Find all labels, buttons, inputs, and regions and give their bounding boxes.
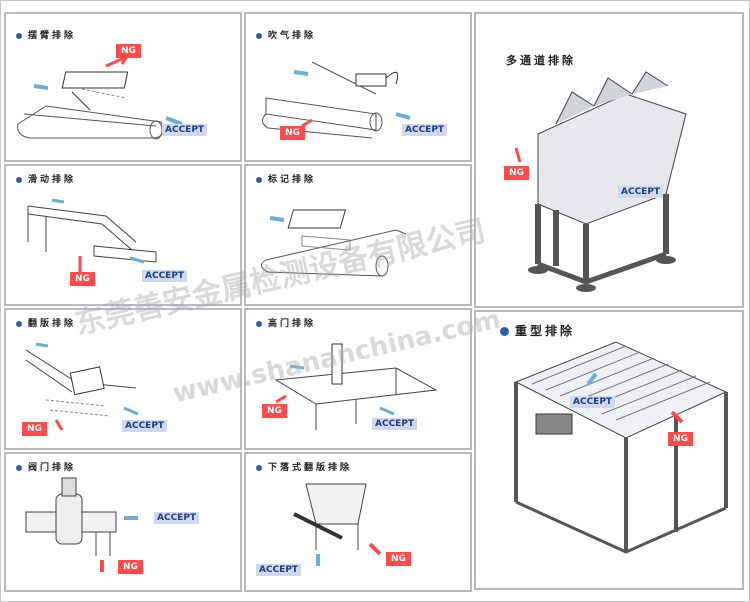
ng-label: NG (70, 272, 95, 286)
drop-flip-illustration (293, 483, 382, 566)
accept-label: ACCEPT (142, 270, 188, 282)
valve-illustration (25, 477, 138, 572)
ng-label: NG (118, 560, 143, 574)
panel-swing-arm: 摆臂排除 NG ACCEPT (4, 12, 242, 162)
bullet-icon (256, 32, 262, 39)
accept-label: ACCEPT (372, 418, 418, 430)
bullet-icon (16, 464, 22, 471)
panel-title: 下落式翻版排除 (256, 460, 352, 473)
in-arrow (33, 84, 49, 90)
panel-flip: 翻版排除 NG ACCEPT (4, 308, 242, 450)
bullet-icon (500, 327, 509, 336)
panel-title: 高门排除 (256, 316, 316, 329)
air-blow-illustration (262, 61, 411, 139)
ng-label: NG (280, 126, 305, 140)
title-text: 重型排除 (515, 324, 576, 338)
panel-title: 阀门排除 (16, 460, 76, 473)
bullet-icon (16, 320, 22, 327)
bullet-icon (16, 32, 22, 39)
panel-gate: 高门排除 NG ACCEPT (244, 308, 472, 450)
title-text: 翻版排除 (28, 319, 77, 329)
panel-heavy: 重型排除 NG ACCEPT (474, 310, 744, 590)
accept-label: ACCEPT (162, 124, 208, 136)
accept-label: ACCEPT (154, 512, 200, 524)
panel-marker: 标记排除 (244, 164, 472, 306)
accept-label: ACCEPT (618, 186, 664, 198)
multi-channel-machine-illustration (514, 71, 687, 292)
title-text: 标记排除 (268, 175, 317, 185)
ng-label: NG (504, 166, 529, 180)
slide-illustration (27, 198, 157, 276)
gate-illustration (274, 343, 438, 430)
title-text: 多通道排除 (506, 54, 576, 67)
panel-title: 滑动排除 (16, 172, 76, 185)
title-text: 下落式翻版排除 (268, 463, 353, 473)
panel-title: 重型排除 (500, 322, 575, 339)
marker-illustration (261, 209, 407, 277)
panel-valve: 阀门排除 ACCEPT NG (4, 452, 242, 592)
panel-air-blow: 吹气排除 NG ACCEPT (244, 12, 472, 162)
ng-label: NG (386, 552, 411, 566)
title-text: 高门排除 (268, 319, 317, 329)
panel-slide: 滑动排除 NG ACCEPT (4, 164, 242, 306)
bullet-icon (256, 320, 262, 327)
bullet-icon (256, 464, 262, 471)
accept-label: ACCEPT (570, 396, 616, 408)
panel-title: 摆臂排除 (16, 28, 76, 41)
accept-label: ACCEPT (402, 124, 448, 136)
panel-multi-channel: 多通道排除 NG ACCEPT (474, 12, 744, 308)
title-text: 阀门排除 (28, 463, 77, 473)
title-text: 滑动排除 (28, 175, 77, 185)
heavy-machine-illustration (514, 341, 728, 554)
panel-title: 吹气排除 (256, 28, 316, 41)
accept-label: ACCEPT (256, 564, 302, 576)
ng-label: NG (22, 422, 47, 436)
panel-title: 翻版排除 (16, 316, 76, 329)
ng-label: NG (262, 404, 287, 418)
panel-title: 标记排除 (256, 172, 316, 185)
ng-label: NG (668, 432, 693, 446)
flip-illustration (25, 342, 139, 431)
swing-arm-illustration (17, 54, 183, 140)
accept-label: ACCEPT (122, 420, 168, 432)
title-text: 摆臂排除 (28, 31, 77, 41)
bullet-icon (256, 176, 262, 183)
title-text: 吹气排除 (268, 31, 317, 41)
ng-label: NG (116, 44, 141, 58)
bullet-icon (16, 176, 22, 183)
panel-drop-flip: 下落式翻版排除 ACCEPT NG (244, 452, 472, 592)
